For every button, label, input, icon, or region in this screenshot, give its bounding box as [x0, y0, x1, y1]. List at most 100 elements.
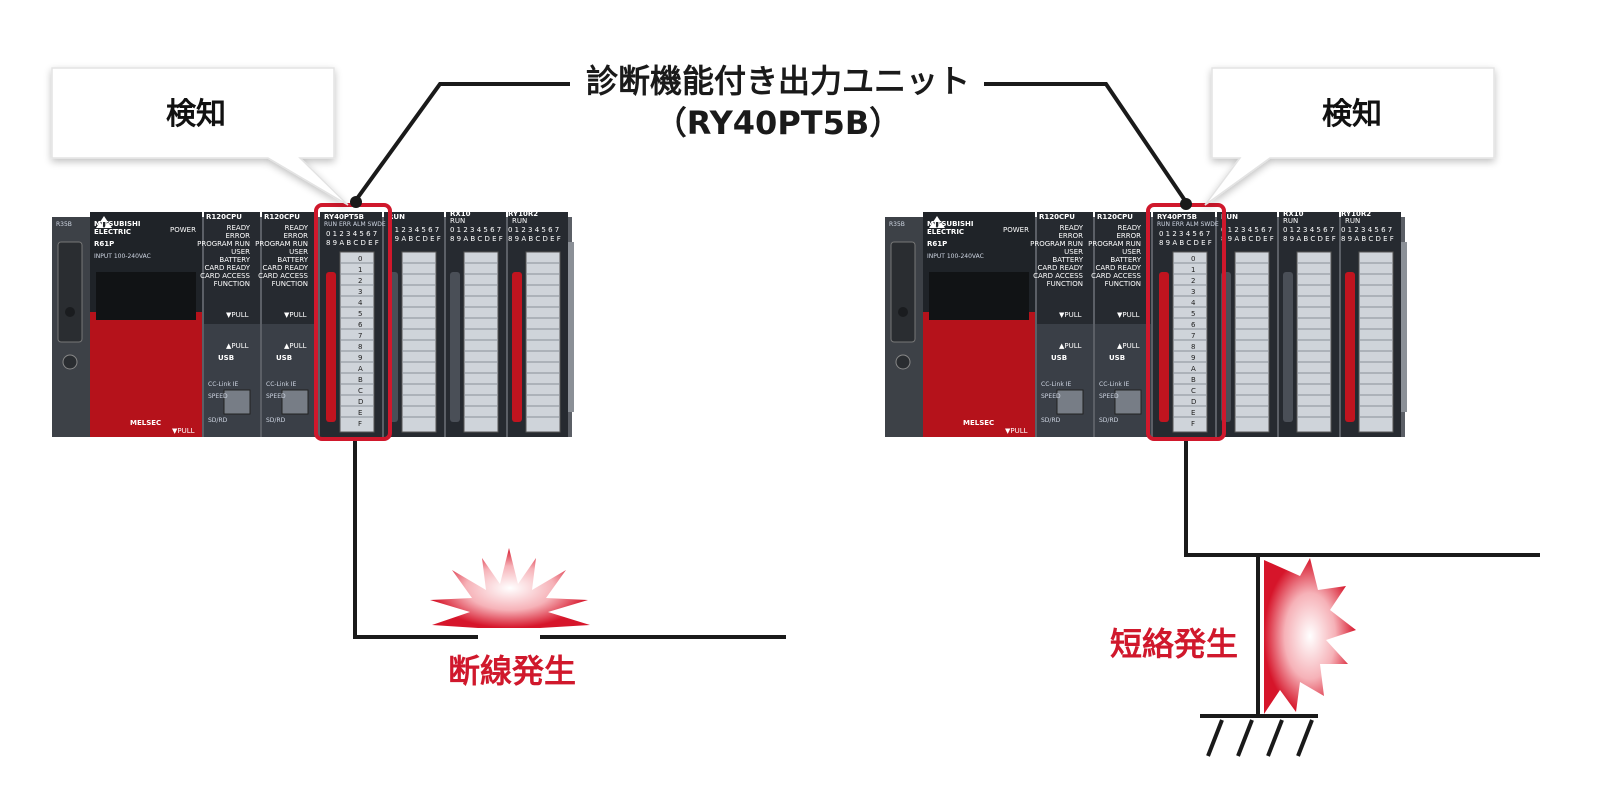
- left-rx10-leds-2: 8 9 A B C D E F: [450, 235, 503, 243]
- right-cpu1-status: READY ERROR PROGRAM RUN USER BATTERY CAR…: [1030, 224, 1084, 288]
- svg-text:PROGRAM RUN: PROGRAM RUN: [197, 240, 250, 248]
- left-ry40-leds-2: 8 9 A B C D E F: [326, 239, 379, 247]
- left-mod-rx10-run: RUN: [450, 217, 465, 225]
- svg-text:A: A: [1191, 365, 1196, 373]
- right-mod-2-run: RUN: [1221, 213, 1238, 221]
- svg-text:A: A: [358, 365, 363, 373]
- left-leader-dot: [350, 196, 362, 208]
- left-cpu2-model: R120CPU: [264, 213, 300, 221]
- svg-text:USER: USER: [1064, 248, 1083, 256]
- left-cpu2-cclink: CC-Link IE: [266, 381, 297, 388]
- svg-text:CARD ACCESS: CARD ACCESS: [1091, 272, 1141, 280]
- right-mod-rx10-run: RUN: [1283, 217, 1298, 225]
- svg-text:CARD ACCESS: CARD ACCESS: [200, 272, 250, 280]
- right-leader-dot: [1180, 198, 1192, 210]
- svg-text:E: E: [1191, 409, 1195, 417]
- left-callout: [51, 67, 349, 206]
- svg-text:CARD READY: CARD READY: [1037, 264, 1083, 272]
- right-cpu2-model: R120CPU: [1097, 213, 1133, 221]
- left-base-label: R35B: [56, 221, 72, 228]
- svg-text:BATTERY: BATTERY: [1110, 256, 1141, 264]
- svg-text:FUNCTION: FUNCTION: [1047, 280, 1083, 288]
- svg-text:D: D: [358, 398, 363, 406]
- right-mod-ry10r2: RY10R2: [1341, 210, 1371, 218]
- title-line-1: 診断機能付き出力ユニット: [586, 62, 970, 100]
- left-mod-ry40-leds: RUN ERR ALM SWDE: [324, 221, 386, 228]
- title-line-2: （RY40PT5B）: [655, 104, 902, 142]
- svg-text:FUNCTION: FUNCTION: [214, 280, 250, 288]
- svg-text:9: 9: [358, 354, 362, 362]
- svg-text:ERROR: ERROR: [225, 232, 250, 240]
- svg-text:ERROR: ERROR: [1058, 232, 1083, 240]
- left-cpu1-pull-up: ▲PULL: [226, 342, 249, 350]
- title-leader-lines: [354, 82, 1188, 204]
- left-cpu2-status: READY ERROR PROGRAM RUN USER BATTERY CAR…: [255, 224, 309, 288]
- right-mod2-leds-1: 0 1 2 3 4 5 6 7: [1221, 226, 1272, 234]
- left-ry40-terminal-labels: 01 23 45 67 89 AB CD EF: [358, 255, 363, 428]
- svg-text:7: 7: [1191, 332, 1195, 340]
- right-burst-icon: [1264, 558, 1356, 714]
- svg-text:2: 2: [1191, 277, 1195, 285]
- svg-text:2: 2: [358, 277, 362, 285]
- svg-text:F: F: [1191, 420, 1195, 428]
- left-power-spec: INPUT 100-240VAC: [94, 253, 151, 260]
- right-brand-1: MITSUBISHI: [927, 220, 974, 228]
- svg-text:CARD ACCESS: CARD ACCESS: [258, 272, 308, 280]
- right-ry40-leds-2: 8 9 A B C D E F: [1159, 239, 1212, 247]
- svg-text:6: 6: [358, 321, 363, 329]
- right-brand-2: ELECTRIC: [927, 228, 964, 236]
- svg-text:0: 0: [1191, 255, 1195, 263]
- left-mod-ry10r2-run: RUN: [512, 217, 527, 225]
- left-mod-2-run: RUN: [388, 213, 405, 221]
- right-pull: ▼PULL: [1005, 427, 1028, 435]
- left-cpu2-usb: USB: [276, 354, 292, 362]
- right-mod-rx10: RX10: [1283, 210, 1304, 218]
- right-cpu1-model: R120CPU: [1039, 213, 1075, 221]
- right-event-label: 短絡発生: [1110, 625, 1238, 663]
- svg-text:D: D: [1191, 398, 1196, 406]
- left-cpu1-status: READY ERROR PROGRAM RUN USER BATTERY CAR…: [197, 224, 251, 288]
- svg-text:C: C: [1191, 387, 1196, 395]
- right-base-label: R35B: [889, 221, 905, 228]
- svg-text:READY: READY: [227, 224, 251, 232]
- svg-text:B: B: [358, 376, 363, 384]
- svg-text:ERROR: ERROR: [1116, 232, 1141, 240]
- svg-text:PROGRAM RUN: PROGRAM RUN: [1088, 240, 1141, 248]
- right-cpu2-pull-down: ▼PULL: [1117, 311, 1140, 319]
- svg-text:0: 0: [358, 255, 362, 263]
- right-cpu2-pull-up: ▲PULL: [1117, 342, 1140, 350]
- right-mod2-leds-2: 8 9 A B C D E F: [1221, 235, 1274, 243]
- svg-text:E: E: [358, 409, 362, 417]
- left-power-label: POWER: [170, 226, 196, 234]
- left-cpu1-sdrd: SD/RD: [208, 417, 228, 424]
- left-brand-1: MITSUBISHI: [94, 220, 141, 228]
- svg-text:USER: USER: [231, 248, 250, 256]
- right-power-spec: INPUT 100-240VAC: [927, 253, 984, 260]
- svg-text:5: 5: [1191, 310, 1195, 318]
- svg-text:ERROR: ERROR: [283, 232, 308, 240]
- right-cpu2-usb: USB: [1109, 354, 1125, 362]
- right-callout-text: 検知: [1322, 97, 1382, 132]
- svg-text:5: 5: [358, 310, 362, 318]
- left-cpu2-speed: SPEED: [266, 393, 286, 400]
- right-cpu1-sdrd: SD/RD: [1041, 417, 1061, 424]
- svg-text:CARD READY: CARD READY: [262, 264, 308, 272]
- ground-symbol-icon: [1206, 719, 1314, 757]
- svg-text:7: 7: [358, 332, 362, 340]
- right-cpu1-cclink: CC-Link IE: [1041, 381, 1072, 388]
- left-cpu1-cclink: CC-Link IE: [208, 381, 239, 388]
- right-cpu2-status: READY ERROR PROGRAM RUN USER BATTERY CAR…: [1088, 224, 1142, 288]
- right-ry10r2-leds-1: 0 1 2 3 4 5 6 7: [1341, 226, 1392, 234]
- svg-text:8: 8: [1191, 343, 1195, 351]
- right-ry40-leds-1: 0 1 2 3 4 5 6 7: [1159, 230, 1210, 238]
- right-ry40-terminal-labels: 01 23 45 67 89 AB CD EF: [1191, 255, 1196, 428]
- left-mod-ry40: RY40PT5B: [324, 213, 364, 221]
- left-plc: MITSUBISHI ELECTRIC R61P POWER INPUT 100…: [51, 210, 575, 438]
- svg-text:F: F: [358, 420, 362, 428]
- svg-text:READY: READY: [285, 224, 309, 232]
- right-power-label: POWER: [1003, 226, 1029, 234]
- svg-text:USER: USER: [1122, 248, 1141, 256]
- svg-text:PROGRAM RUN: PROGRAM RUN: [255, 240, 308, 248]
- left-callout-text: 検知: [166, 97, 226, 132]
- right-cpu2-speed: SPEED: [1099, 393, 1119, 400]
